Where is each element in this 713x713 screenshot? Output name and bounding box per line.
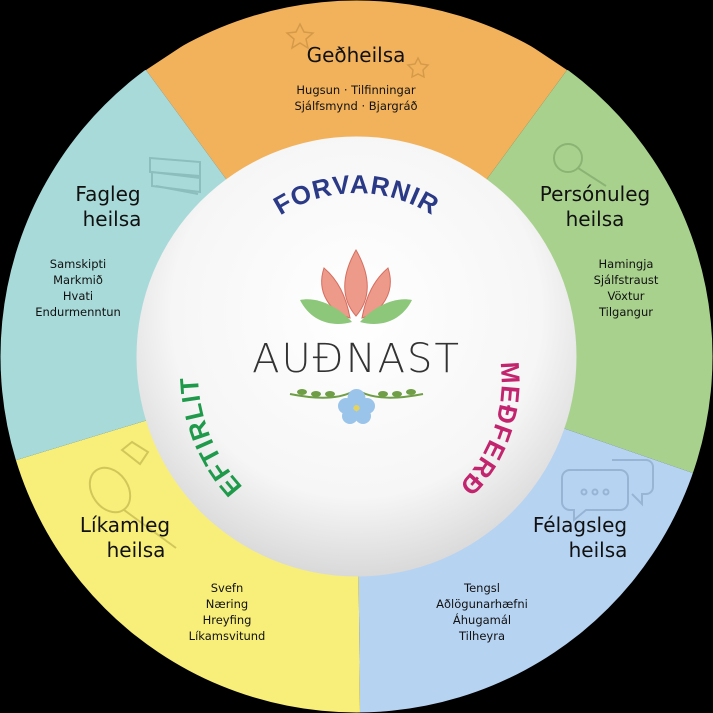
segment-items-gedheilsa-1: Hugsun · Tilfinningar [296,83,415,97]
segment-title-fagleg-2: heilsa [83,207,142,231]
segment-item-personuleg-4: Tilgangur [598,305,653,319]
segment-items-gedheilsa-2: Sjálfsmynd · Bjargráð [294,99,417,113]
books-icon [149,156,201,195]
segment-item-personuleg-3: Vöxtur [608,289,645,303]
segment-item-felagsleg-2: Aðlögunarhæfni [436,597,528,611]
segment-item-fagleg-3: Hvati [63,289,93,303]
segment-title-likamleg-1: Líkamleg [80,513,170,537]
segment-item-fagleg-4: Endurmenntun [35,305,121,319]
segment-title-likamleg-2: heilsa [107,538,166,562]
chat-bubbles-icon [561,459,654,523]
badminton-icon [88,440,177,549]
segment-title-personuleg-1: Persónuleg [540,182,650,206]
segment-item-felagsleg-3: Áhugamál [453,612,511,627]
segment-item-fagleg-1: Samskipti [50,257,106,271]
segment-title-fagleg-1: Fagleg [75,182,140,206]
segment-item-likamleg-3: Hreyfing [203,613,252,627]
segment-item-felagsleg-4: Tilheyra [458,629,505,643]
segment-item-likamleg-2: Næring [206,597,248,611]
magnifier-icon [553,143,607,187]
lotus-logo-icon [300,248,412,324]
segment-item-personuleg-1: Hamingja [599,257,654,271]
segment-title-felagsleg-1: Félagsleg [533,513,627,537]
star-icon [285,22,430,79]
segment-item-likamleg-1: Svefn [211,581,244,595]
laurel-flower-icon [289,389,424,424]
logo-wordmark: AUÐNAST [252,336,461,382]
segment-title-felagsleg-2: heilsa [569,538,628,562]
segment-item-personuleg-2: Sjálfstraust [594,273,659,287]
center-circle [136,136,577,577]
segment-title-gedheilsa: Geðheilsa [307,43,406,67]
segment-title-personuleg-2: heilsa [566,207,625,231]
segment-item-likamleg-4: Líkamsvitund [189,629,266,643]
segment-item-felagsleg-1: Tengsl [463,581,500,595]
segment-item-fagleg-2: Markmið [53,273,103,287]
